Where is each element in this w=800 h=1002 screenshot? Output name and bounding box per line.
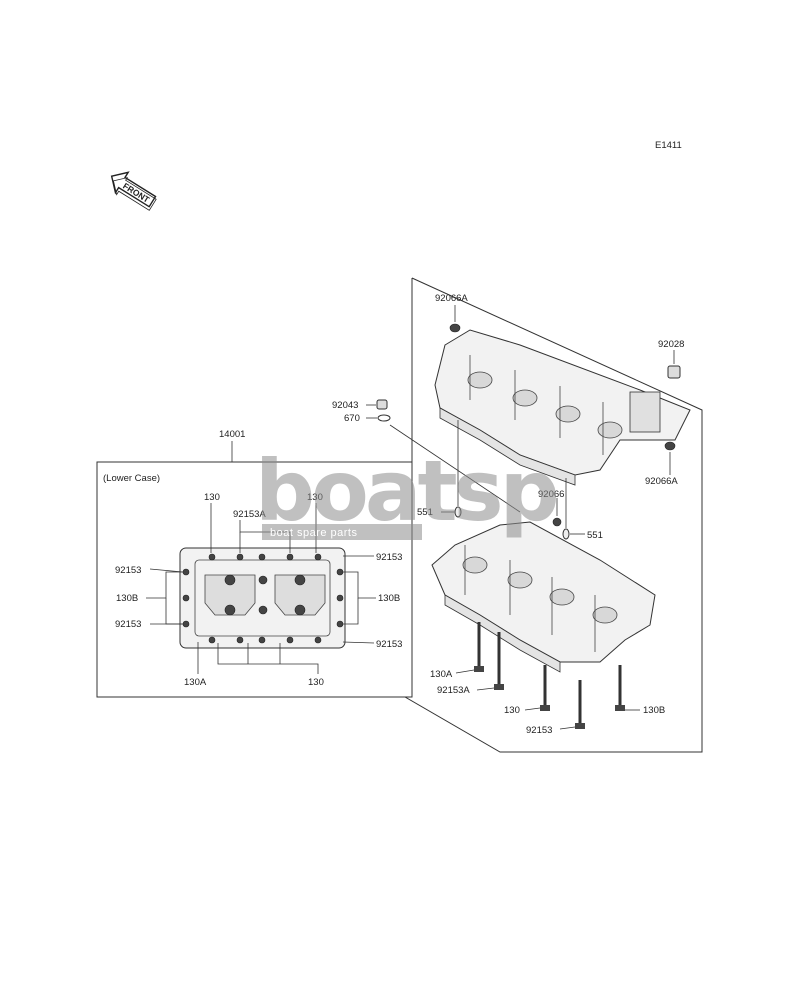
front-arrow-icon: FRONT — [110, 171, 157, 211]
inset-label-130-tr: 130 — [307, 492, 323, 503]
watermark-logo: boatsp boat spare parts — [255, 442, 561, 540]
lower-case-inset-frame — [96, 461, 413, 698]
assembly-label: 14001 — [219, 429, 245, 440]
p670-part — [377, 414, 391, 422]
inset-label-130B-r: 130B — [378, 593, 400, 604]
label-130B: 130B — [643, 705, 665, 716]
inset-label-130-tl: 130 — [204, 492, 220, 503]
inset-label-92153-l1: 92153 — [115, 565, 141, 576]
small-parts — [376, 323, 681, 729]
label-92153A: 92153A — [437, 685, 470, 696]
inset-label-130A: 130A — [184, 677, 207, 688]
inset-label-92153A: 92153A — [233, 509, 266, 520]
watermark-tagline: boat spare parts — [270, 527, 358, 539]
label-92153: 92153 — [526, 725, 552, 736]
p551-right-part — [562, 528, 570, 540]
p92066A-top-part — [449, 323, 461, 333]
inset-label-92153-l2: 92153 — [115, 619, 141, 630]
p92066A-right-part — [664, 441, 676, 451]
p130-bolt — [540, 665, 550, 711]
lower-crankcase — [431, 521, 656, 673]
diagram-code: E1411 — [655, 140, 682, 151]
label-551-right: 551 — [587, 530, 603, 541]
label-551-left: 551 — [417, 507, 433, 518]
p130A-bolt — [474, 622, 484, 672]
upper-crankcase — [434, 329, 691, 486]
p551-left-part — [454, 506, 462, 518]
inset-label-92153-tr: 92153 — [376, 552, 402, 563]
p92153-bolt — [575, 680, 585, 729]
label-670: 670 — [344, 413, 360, 424]
label-130: 130 — [504, 705, 520, 716]
main-leader-lines — [366, 305, 675, 730]
p92043-part — [376, 399, 388, 410]
p92028-part — [667, 365, 681, 379]
inset-title: (Lower Case) — [103, 473, 160, 484]
inset-label-130B-l: 130B — [116, 593, 138, 604]
label-92028: 92028 — [658, 339, 684, 350]
p92153A-bolt — [494, 632, 504, 690]
lower-case-bottom-view — [179, 547, 346, 649]
watermark-bar — [262, 524, 422, 540]
watermark-brand: boatsp — [255, 442, 557, 540]
p92066-part — [552, 517, 562, 527]
label-92066: 92066 — [538, 489, 564, 500]
label-130A: 130A — [430, 669, 453, 680]
label-92066A-right: 92066A — [645, 476, 678, 487]
inset-label-92153-br: 92153 — [376, 639, 402, 650]
p130B-bolt — [615, 665, 625, 711]
inset-label-130-b: 130 — [308, 677, 324, 688]
label-92066A-top: 92066A — [435, 293, 468, 304]
label-92043: 92043 — [332, 400, 358, 411]
